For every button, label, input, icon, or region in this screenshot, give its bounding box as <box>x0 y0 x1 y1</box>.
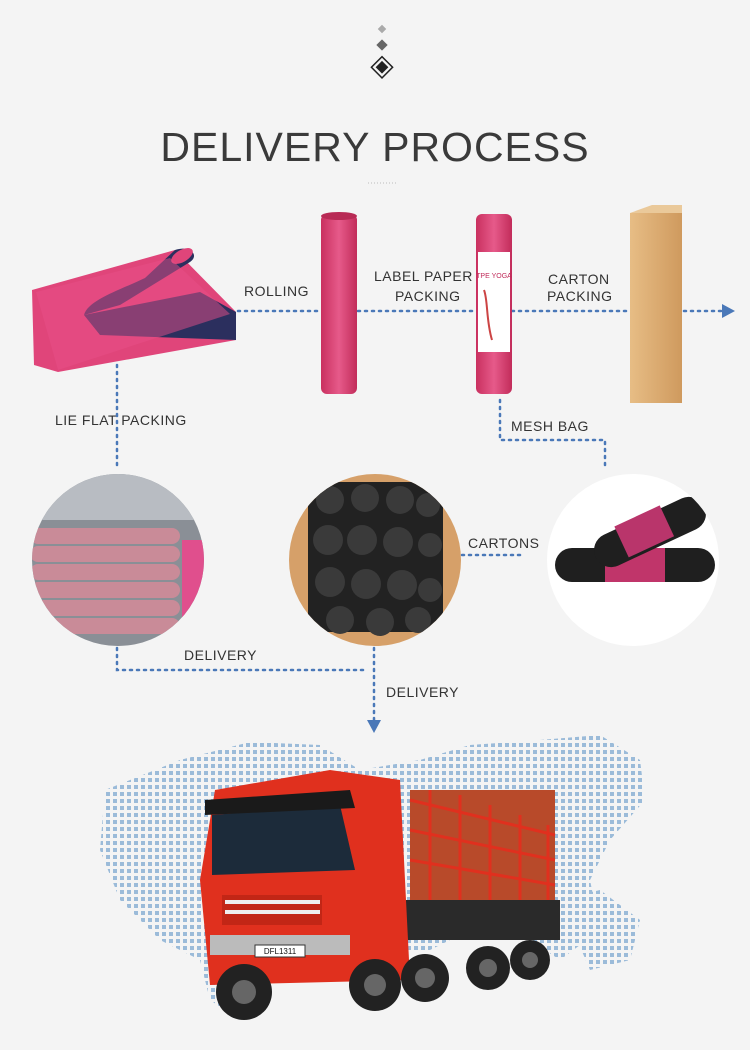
svg-text:DFL1311: DFL1311 <box>264 947 297 956</box>
label-carton-line1: CARTON <box>548 271 610 287</box>
svg-text:TPE YOGA: TPE YOGA <box>476 273 512 280</box>
yoga-mat-icon <box>32 248 236 372</box>
diamond-ornament-icon <box>370 24 394 79</box>
mesh-bag-mats-icon <box>547 474 719 646</box>
carton-box-icon <box>630 205 682 403</box>
label-carton-line2: PACKING <box>547 288 613 304</box>
label-cartons: CARTONS <box>468 535 540 551</box>
page-title: DELIVERY PROCESS <box>160 124 590 170</box>
label-label-paper-line2: PACKING <box>395 288 461 304</box>
rolled-mat-icon <box>321 212 357 394</box>
flow-lines <box>115 309 724 722</box>
label-rolling: ROLLING <box>244 283 309 299</box>
truck-icon: DFL1311 <box>200 770 560 1020</box>
labeled-tube-icon: TPE YOGA <box>476 214 512 394</box>
arrow-right-icon <box>722 304 735 318</box>
label-delivery-left: DELIVERY <box>184 647 257 663</box>
bag-carton-icon <box>289 474 461 646</box>
label-mesh-bag: MESH BAG <box>511 418 589 434</box>
label-label-paper-line1: LABEL PAPER <box>374 268 473 284</box>
stacked-mats-icon <box>32 474 204 646</box>
arrow-down-icon <box>367 720 381 733</box>
label-delivery-center: DELIVERY <box>386 684 459 700</box>
label-lie-flat: LIE FLAT PACKING <box>55 412 187 428</box>
